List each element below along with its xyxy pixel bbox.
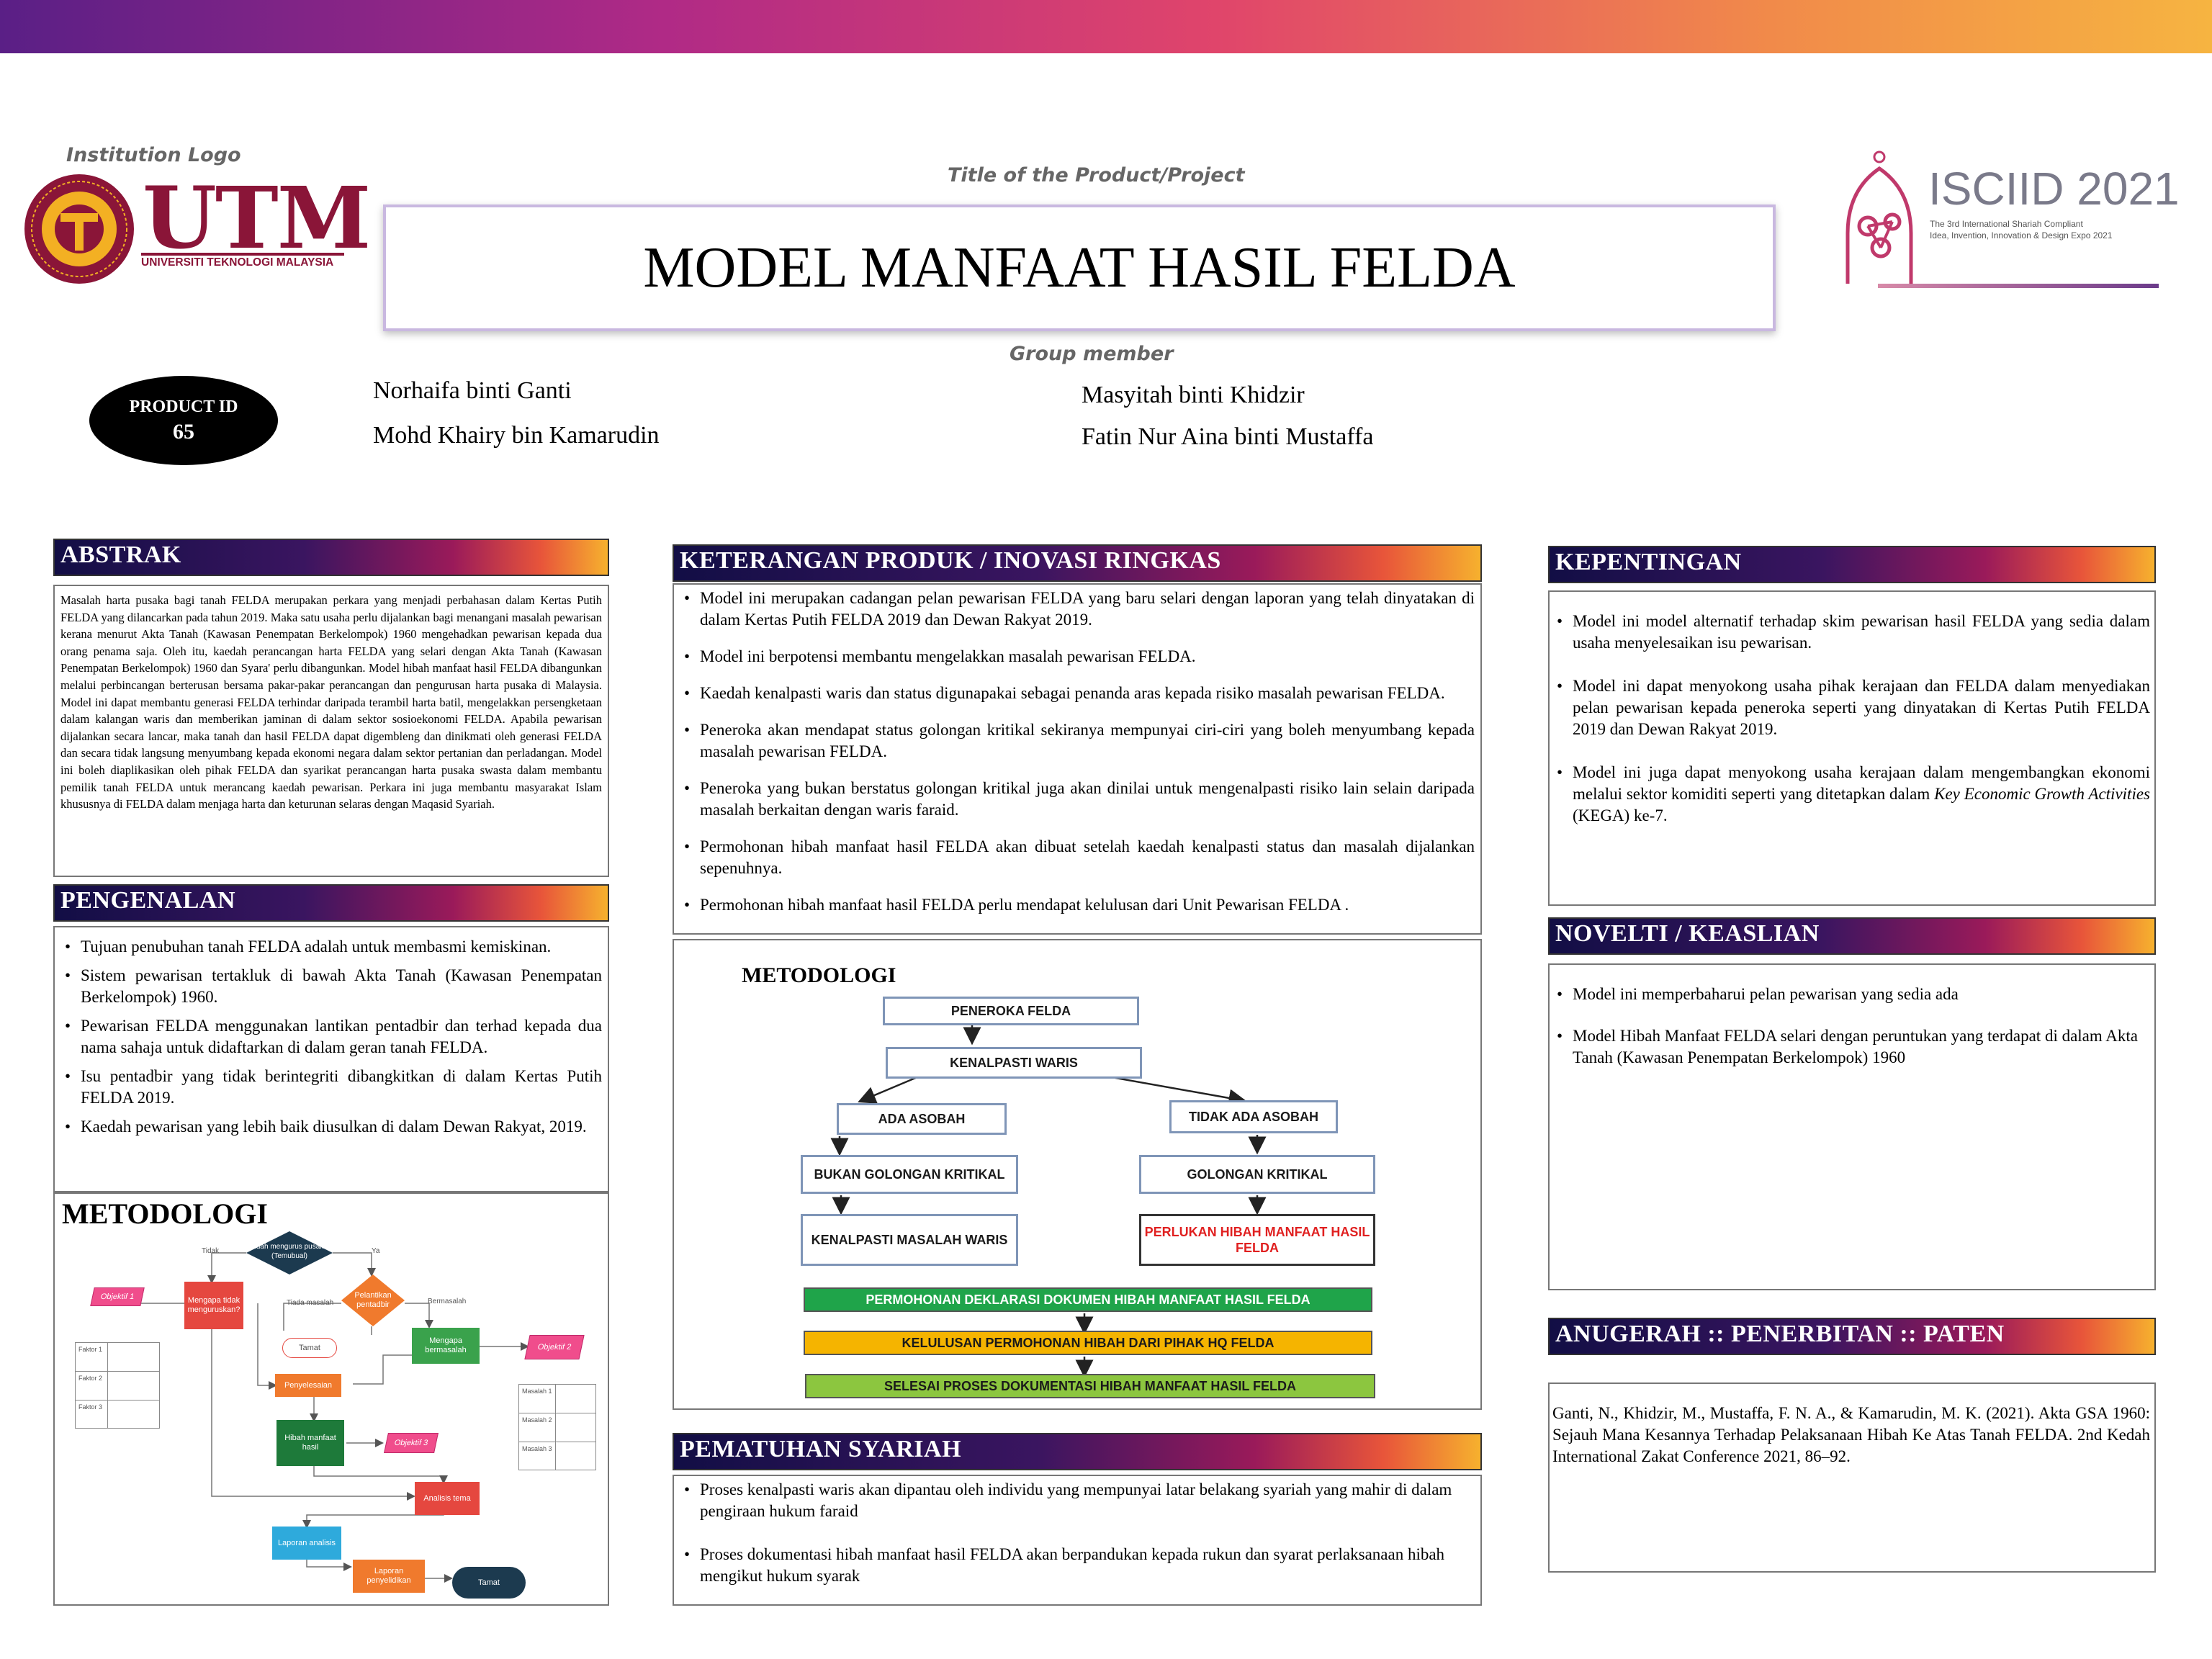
kepentingan-item: Model ini model alternatif terhadap skim…: [1552, 611, 2150, 654]
pengenalan-heading: PENGENALAN: [53, 884, 609, 922]
node-mengapa-tidak: Mengapa tidak menguruskan?: [184, 1282, 243, 1329]
utm-crest-icon: [24, 174, 134, 284]
pengenalan-item: Pewarisan FELDA menggunakan lantikan pen…: [60, 1015, 602, 1058]
member-1: Norhaifa binti Ganti: [373, 377, 572, 404]
novelti-item: Model ini memperbaharui pelan pewarisan …: [1552, 984, 2150, 1005]
anugerah-text: Ganti, N., Khidzir, M., Mustaffa, F. N. …: [1548, 1382, 2156, 1573]
node-pelantikan: Pelantikan pentadbir: [341, 1274, 405, 1326]
utm-subtitle: UNIVERSITI TEKNOLOGI MALAYSIA: [141, 256, 334, 269]
pengenalan-box: Tujuan penubuhan tanah FELDA adalah untu…: [53, 926, 609, 1192]
keterangan-item: Peneroka yang bukan berstatus golongan k…: [680, 778, 1475, 821]
metodologi-left-heading: METODOLOGI: [62, 1197, 268, 1230]
node-ada-asobah: ADA ASOBAH: [837, 1103, 1007, 1135]
label-ya: Ya: [372, 1247, 380, 1255]
faktor-row-label: Faktor 3: [78, 1403, 103, 1411]
pematuhan-box: Proses kenalpasti waris akan dipantau ol…: [673, 1475, 1482, 1606]
member-3: Masyitah binti Khidzir: [1082, 382, 1305, 408]
abstrak-heading: ABSTRAK: [53, 539, 609, 576]
kepentingan-item: Model ini dapat menyokong usaha pihak ke…: [1552, 675, 2150, 740]
group-member-label: Group member: [1010, 343, 1174, 365]
node-bukan-golongan-kritikal: BUKAN GOLONGAN KRITIKAL: [801, 1155, 1018, 1194]
kepentingan-heading: KEPENTINGAN: [1548, 546, 2156, 583]
utm-wordmark: UTM: [143, 168, 371, 268]
product-id-label: PRODUCT ID: [129, 397, 238, 416]
keterangan-item: Permohonan hibah manfaat hasil FELDA aka…: [680, 836, 1475, 879]
member-2: Mohd Khairy bin Kamarudin: [373, 422, 660, 449]
faktor-row-label: Faktor 2: [78, 1375, 103, 1382]
masalah-row-label: Masalah 2: [522, 1416, 552, 1424]
node-mengapa-bermasalah: Mengapa bermasalah: [412, 1328, 480, 1364]
pengenalan-item: Kaedah pewarisan yang lebih baik diusulk…: [60, 1116, 602, 1138]
band-kelulusan-permohonan: KELULUSAN PERMOHONAN HIBAH DARI PIHAK HQ…: [804, 1331, 1372, 1355]
node-golongan-kritikal: GOLONGAN KRITIKAL: [1139, 1155, 1375, 1194]
pematuhan-heading: PEMATUHAN SYARIAH: [673, 1433, 1482, 1470]
node-objektif-3: Objektif 3: [384, 1433, 439, 1453]
product-id-value: 65: [173, 419, 194, 444]
pematuhan-item: Proses dokumentasi hibah manfaat hasil F…: [680, 1544, 1475, 1587]
isciid-dome-icon: [1845, 150, 1913, 284]
node-objektif-1: Objektif 1: [90, 1287, 145, 1306]
node-kenalpasti-waris: KENALPASTI WARIS: [886, 1047, 1142, 1079]
institution-logo-label: Institution Logo: [66, 144, 241, 166]
label-bermasalah: Bermasalah: [428, 1298, 467, 1305]
band-permohonan-deklarasi: PERMOHONAN DEKLARASI DOKUMEN HIBAH MANFA…: [804, 1287, 1372, 1312]
keterangan-item: Peneroka akan mendapat status golongan k…: [680, 719, 1475, 763]
isciid-logo: ISCIID 2021 The 3rd International Sharia…: [1835, 147, 2180, 291]
kepentingan-box: Model ini model alternatif terhadap skim…: [1548, 590, 2156, 906]
band-selesai-proses: SELESAI PROSES DOKUMENTASI HIBAH MANFAAT…: [805, 1374, 1375, 1398]
metodologi-center-heading: METODOLOGI: [742, 963, 896, 987]
member-4: Fatin Nur Aina binti Mustaffa: [1082, 423, 1374, 450]
keterangan-item: Model ini berpotensi membantu mengelakka…: [680, 646, 1475, 667]
metodologi-center-box: METODOLOGI PENEROKA FELDA KENALPASTI WAR…: [673, 939, 1482, 1410]
label-tidak: Tidak: [202, 1247, 220, 1255]
utm-logo: UTM UNIVERSITI TEKNOLOGI MALAYSIA: [20, 171, 371, 287]
node-laporan-penyelidikan: Laporan penyelidikan: [353, 1560, 425, 1593]
masalah-table: Masalah 1 Masalah 2 Masalah 3: [518, 1384, 596, 1470]
node-tamat-1: Tamat: [282, 1338, 337, 1358]
pengenalan-item: Isu pentadbir yang tidak berintegriti di…: [60, 1066, 602, 1109]
node-peneroka-felda: PENEROKA FELDA: [883, 997, 1139, 1025]
abstrak-text: Masalah harta pusaka bagi tanah FELDA me…: [53, 585, 609, 877]
decision-sudah-mengurus: Sudah mengurus pusaka? (Temubual): [246, 1231, 333, 1274]
novelti-box: Model ini memperbaharui pelan pewarisan …: [1548, 963, 2156, 1290]
product-id-badge: PRODUCT ID 65: [89, 376, 278, 465]
page-title: MODEL MANFAAT HASIL FELDA: [383, 204, 1776, 331]
top-gradient-bar: [0, 0, 2212, 53]
faktor-table: Faktor 1 Faktor 2 Faktor 3: [75, 1342, 160, 1429]
novelti-heading: NOVELTI / KEASLIAN: [1548, 917, 2156, 955]
keterangan-box: Model ini merupakan cadangan pelan pewar…: [673, 583, 1482, 935]
decision-sudah-mengurus-label: Sudah mengurus pusaka? (Temubual): [247, 1243, 332, 1260]
anugerah-heading: ANUGERAH :: PENERBITAN :: PATEN: [1548, 1318, 2156, 1355]
title-label: Title of the Product/Project: [948, 164, 1245, 186]
node-penyelesaian: Penyelesaian: [275, 1374, 341, 1397]
node-perlukan-hibah: PERLUKAN HIBAH MANFAAT HASIL FELDA: [1139, 1214, 1375, 1266]
metodologi-left-box: METODOLOGI Sudah mengurus pusaka? (Temub…: [53, 1192, 609, 1606]
keterangan-item: Model ini merupakan cadangan pelan pewar…: [680, 588, 1475, 631]
keterangan-item: Permohonan hibah manfaat hasil FELDA per…: [680, 894, 1475, 916]
keterangan-heading: KETERANGAN PRODUK / INOVASI RINGKAS: [673, 544, 1482, 582]
node-pelantikan-label: Pelantikan pentadbir: [354, 1291, 392, 1309]
node-tidak-ada-asobah: TIDAK ADA ASOBAH: [1169, 1100, 1338, 1133]
node-analisis-tema: Analisis tema: [415, 1482, 480, 1515]
isciid-subtitle-1: The 3rd International Shariah Compliant: [1930, 219, 2083, 229]
isciid-subtitle-2: Idea, Invention, Innovation & Design Exp…: [1930, 230, 2113, 240]
label-tiada-masalah: Tiada masalah: [287, 1299, 334, 1307]
masalah-row-label: Masalah 1: [522, 1388, 552, 1395]
pengenalan-item: Sistem pewarisan tertakluk di bawah Akta…: [60, 965, 602, 1008]
node-tamat-2: Tamat: [452, 1567, 526, 1599]
pengenalan-item: Tujuan penubuhan tanah FELDA adalah untu…: [60, 936, 602, 958]
keterangan-item: Kaedah kenalpasti waris dan status digun…: [680, 683, 1475, 704]
node-objektif-2: Objektif 2: [524, 1335, 585, 1359]
isciid-wordmark: ISCIID 2021: [1928, 163, 2180, 215]
node-hibah-manfaat: Hibah manfaat hasil: [276, 1420, 344, 1466]
novelti-item: Model Hibah Manfaat FELDA selari dengan …: [1552, 1025, 2150, 1069]
faktor-row-label: Faktor 1: [78, 1346, 103, 1353]
kepentingan-item: Model ini juga dapat menyokong usaha ker…: [1552, 762, 2150, 827]
node-kenalpasti-masalah-waris: KENALPASTI MASALAH WARIS: [801, 1214, 1018, 1266]
masalah-row-label: Masalah 3: [522, 1445, 552, 1452]
node-laporan-analisis: Laporan analisis: [272, 1527, 341, 1560]
pematuhan-item: Proses kenalpasti waris akan dipantau ol…: [680, 1479, 1475, 1522]
